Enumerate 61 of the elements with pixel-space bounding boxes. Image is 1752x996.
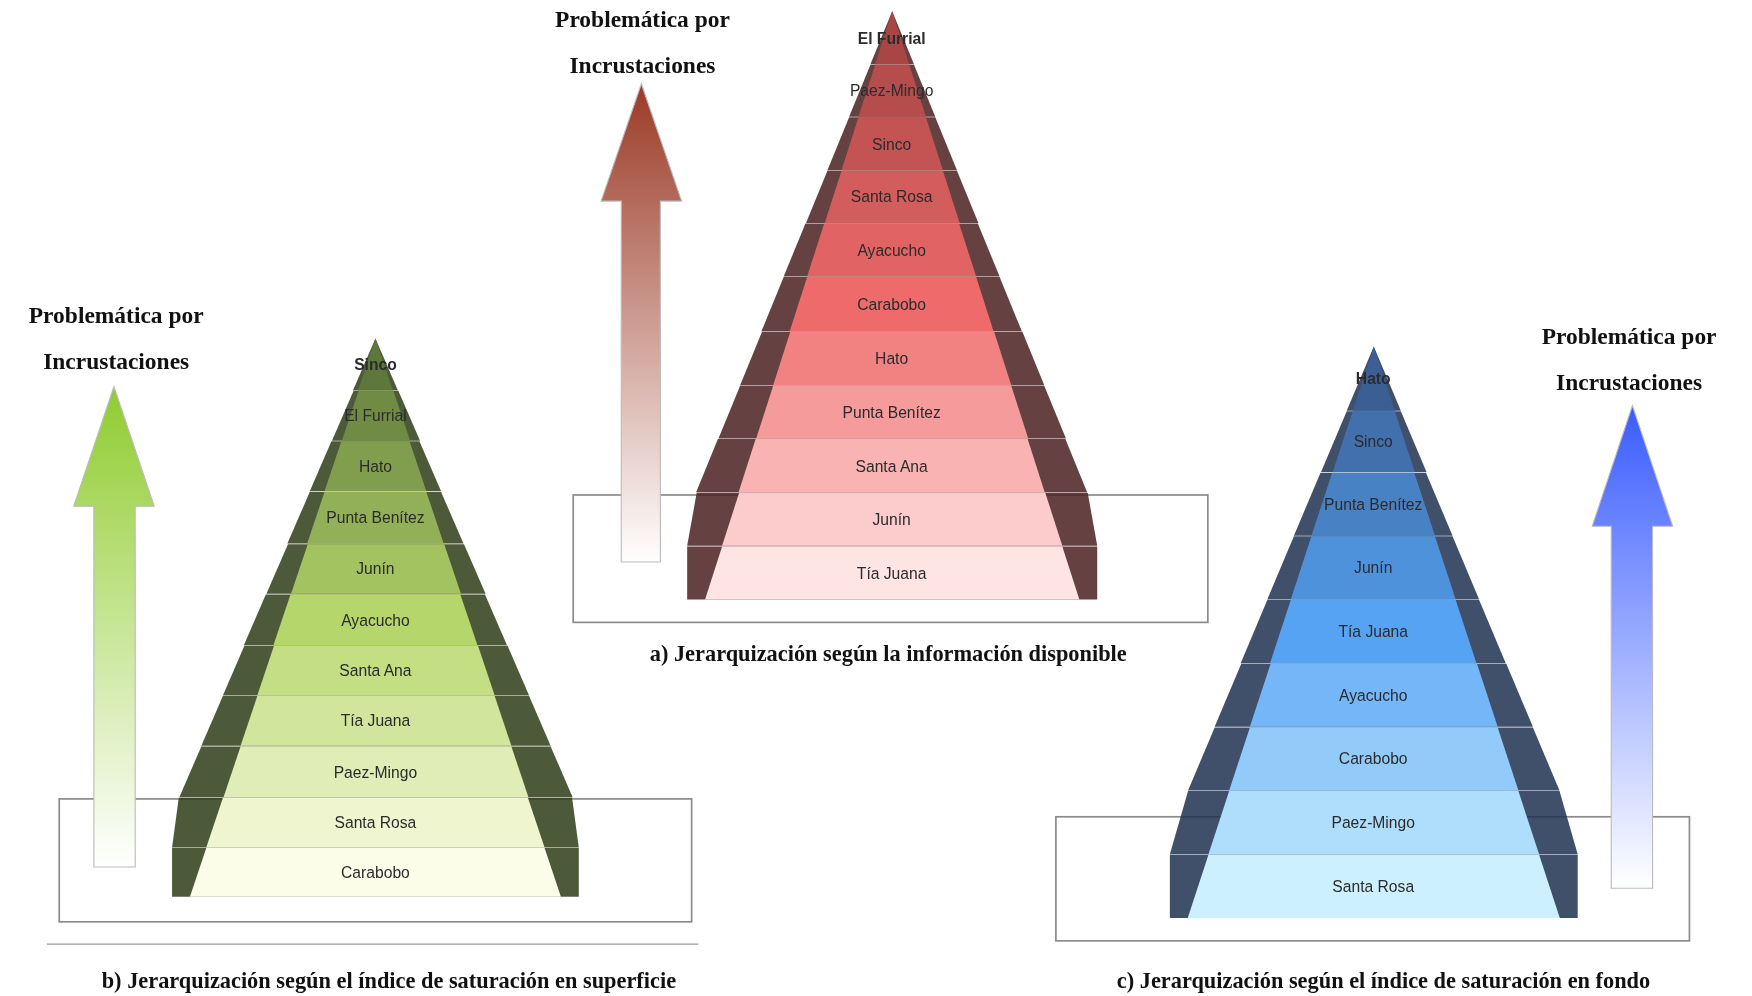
- pyramid-layer: [686, 492, 1097, 546]
- pyramid-layer: [805, 170, 979, 223]
- pyramid-layer: [172, 848, 579, 897]
- layer-label: Santa Ana: [339, 661, 412, 680]
- layer-label: Tía Juana: [856, 564, 927, 582]
- pyramid-layer: [287, 491, 464, 544]
- axis-label: Problemática por Incrustaciones: [1540, 321, 1718, 398]
- pyramid-layer: [1187, 727, 1560, 791]
- layer-label: Ayacucho: [1339, 686, 1408, 705]
- pyramid-layer: [717, 385, 1066, 439]
- layer-label: Ayacucho: [341, 610, 410, 629]
- layer-label: Sinco: [872, 134, 912, 153]
- layer-label: El Furrial: [344, 407, 407, 425]
- caption: a) Jerarquización según la información disponible: [649, 640, 1127, 668]
- layer-label: Paez-Mingo: [1331, 813, 1415, 832]
- pyramid-layer: [178, 746, 573, 798]
- layer-label: Hato: [875, 349, 909, 368]
- pyramid-layer: [243, 594, 508, 646]
- layer-label: Tía Juana: [340, 712, 411, 730]
- pyramid-layer: [1169, 854, 1578, 918]
- layer-label: Paez-Mingo: [333, 762, 418, 781]
- pyramid-layer: [331, 391, 420, 441]
- pyramid-layer: [1345, 346, 1401, 411]
- pyramid-layer: [1169, 791, 1578, 855]
- layer-label: Tía Juana: [1338, 622, 1408, 641]
- layer-label: Punta Benítez: [326, 508, 425, 527]
- layer-label: Punta Benítez: [842, 403, 941, 421]
- pyramid-layer: [200, 696, 551, 746]
- pyramid-layer: [1320, 411, 1427, 473]
- layer-label: Santa Rosa: [850, 188, 933, 206]
- pyramid-layer: [739, 331, 1045, 385]
- pyramid-layer: [1293, 472, 1453, 536]
- axis-label: Problemática por Incrustaciones: [554, 4, 731, 81]
- pyramid-layer: [696, 439, 1088, 493]
- layer-label: Hato: [358, 457, 392, 476]
- pyramid-layer: [265, 544, 486, 594]
- pyramid-layer: [1240, 600, 1507, 664]
- layer-label: Sinco: [1353, 432, 1393, 451]
- pyramid-layer: [221, 645, 530, 696]
- layer-label: Santa Ana: [855, 456, 928, 475]
- axis-label: Problemática por Incrustaciones: [27, 300, 205, 377]
- pyramid-layer: [1214, 663, 1533, 727]
- layer-label: Junín: [872, 510, 911, 529]
- layer-label: Ayacucho: [857, 241, 926, 259]
- pyramid-layer: [309, 441, 442, 492]
- layer-label: Junín: [356, 560, 395, 578]
- pyramid-layer: [783, 223, 1001, 277]
- caption: b) Jerarquización según el índice de saturación en superficie: [101, 966, 677, 994]
- caption: c) Jerarquización según el índice de saturación en fondo: [1116, 966, 1651, 994]
- pyramid-layer: [172, 797, 579, 848]
- pyramid-layer: [686, 546, 1097, 600]
- layer-label: Santa Rosa: [334, 813, 417, 832]
- pyramid-layer: [1267, 536, 1480, 600]
- layer-label: Junín: [1354, 558, 1393, 577]
- pyramid-layer: [826, 117, 957, 171]
- layer-label: Carabobo: [341, 863, 410, 882]
- pyramid-layer: [760, 277, 1023, 332]
- layer-label: Carabobo: [1338, 750, 1408, 768]
- layer-label: Punta Benítez: [1324, 495, 1423, 514]
- layer-label: Carabobo: [857, 295, 926, 314]
- layer-label: Santa Rosa: [1332, 877, 1415, 896]
